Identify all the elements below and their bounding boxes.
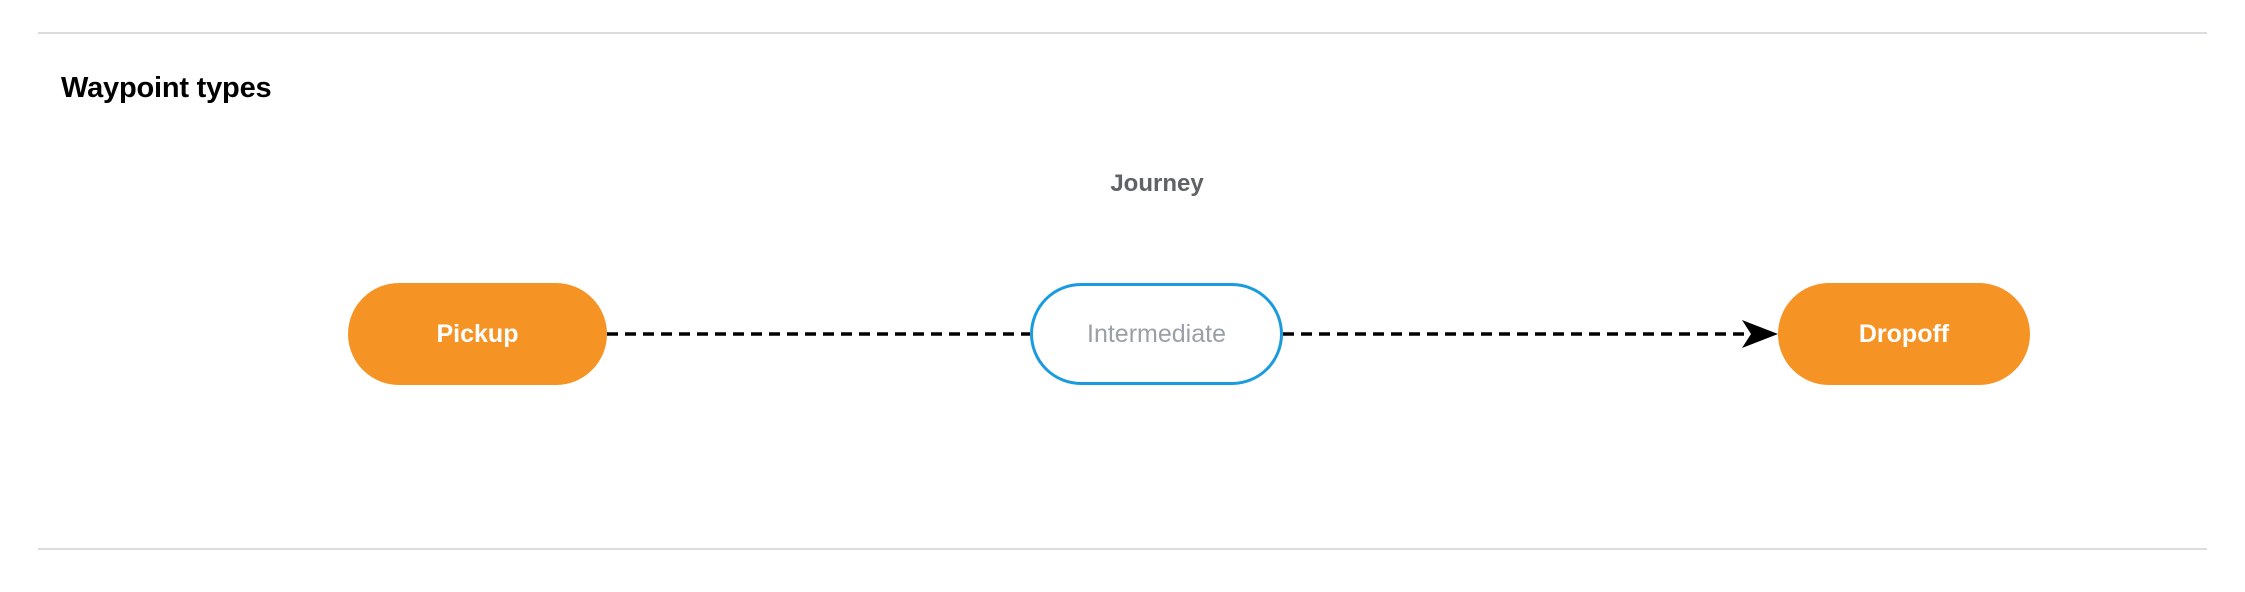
waypoint-node-intermediate[interactable]: Intermediate xyxy=(1030,283,1283,385)
waypoint-node-dropoff-label: Dropoff xyxy=(1858,319,1950,348)
waypoint-node-dropoff[interactable]: Dropoff xyxy=(1778,283,2030,385)
section-divider-top xyxy=(38,32,2207,34)
diagram-caption-journey: Journey xyxy=(1110,170,1204,197)
waypoint-node-intermediate-label: Intermediate xyxy=(1087,319,1226,348)
waypoint-node-pickup-label: Pickup xyxy=(436,319,519,348)
arrowhead-icon xyxy=(1742,320,1778,348)
waypoint-node-pickup[interactable]: Pickup xyxy=(348,283,607,385)
section-divider-bottom xyxy=(38,548,2207,550)
page-title: Waypoint types xyxy=(61,72,272,104)
